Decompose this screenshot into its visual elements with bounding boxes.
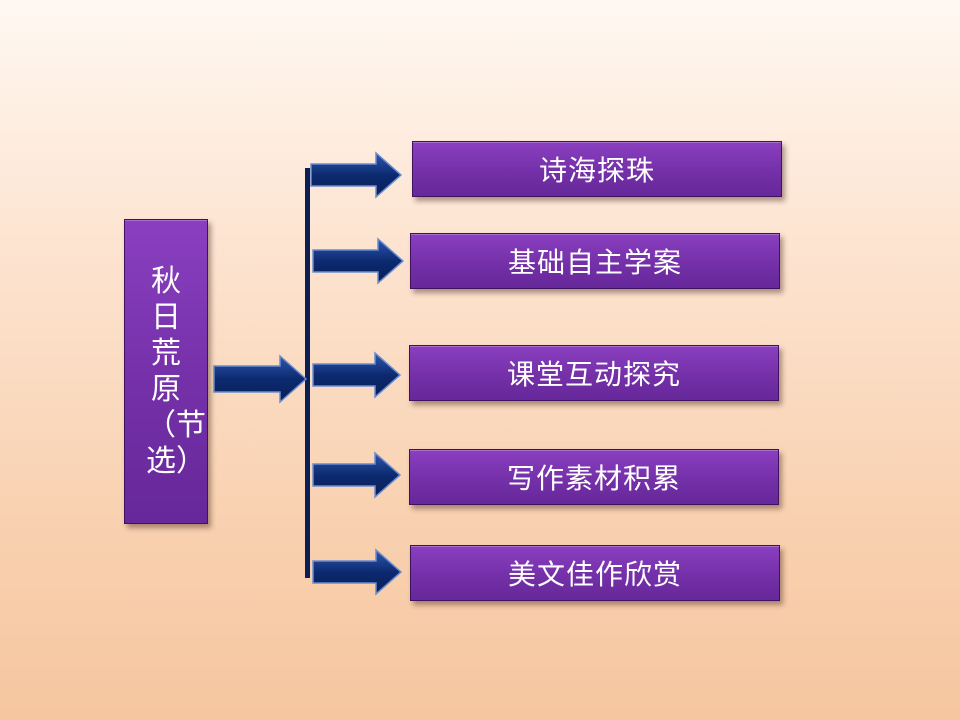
branch-node-poetry: 诗海探珠 bbox=[412, 141, 782, 197]
branch-arrow-0 bbox=[310, 151, 403, 199]
spine-line bbox=[305, 168, 310, 578]
branch-node-appreciation: 美文佳作欣赏 bbox=[410, 545, 780, 601]
branch-arrow-4 bbox=[312, 548, 403, 596]
root-node: 秋日荒原（节选） bbox=[124, 219, 208, 524]
branch-arrow-1 bbox=[312, 237, 405, 285]
branch-node-label: 课堂互动探究 bbox=[506, 358, 681, 391]
root-arrow bbox=[213, 354, 308, 404]
branch-node-label: 美文佳作欣赏 bbox=[507, 558, 682, 591]
branch-node-label: 诗海探珠 bbox=[538, 154, 655, 187]
root-node-label: 秋日荒原（节选） bbox=[146, 263, 206, 479]
branch-node-classroom: 课堂互动探究 bbox=[409, 345, 779, 401]
branch-arrow-3 bbox=[312, 451, 402, 499]
branch-node-self-study: 基础自主学案 bbox=[410, 233, 780, 289]
branch-node-label: 基础自主学案 bbox=[507, 246, 682, 279]
branch-node-label: 写作素材积累 bbox=[506, 462, 681, 495]
branch-arrow-2 bbox=[312, 351, 402, 399]
branch-node-writing: 写作素材积累 bbox=[409, 449, 779, 505]
